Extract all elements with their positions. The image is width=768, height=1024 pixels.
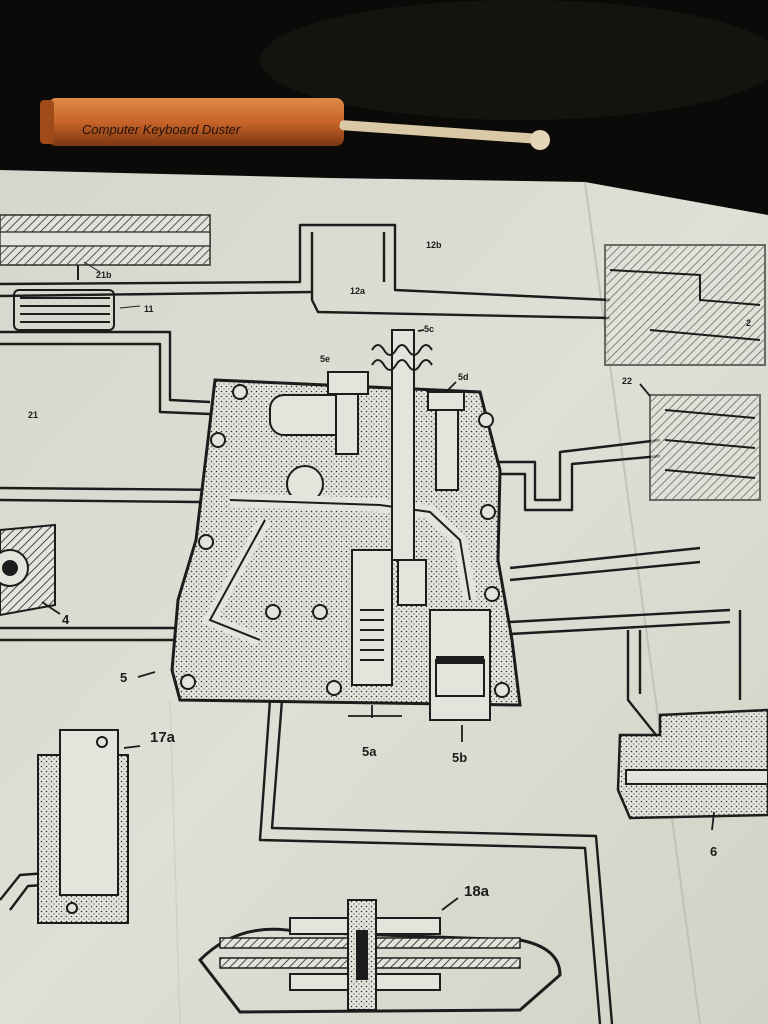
- component-4: [0, 523, 56, 617]
- label-2: 2: [746, 318, 751, 328]
- component-18a: [198, 899, 562, 1014]
- component-6: [616, 708, 768, 820]
- label-5c: 5c: [424, 324, 434, 334]
- label-21: 21: [28, 410, 38, 420]
- label-5: 5: [120, 670, 127, 685]
- label-21b: 21b: [96, 270, 112, 280]
- component-17a: [37, 729, 129, 924]
- component-22: [604, 244, 766, 501]
- label-5b: 5b: [452, 750, 467, 765]
- label-17a: 17a: [150, 729, 176, 746]
- label-12b: 12b: [426, 240, 442, 250]
- label-6: 6: [710, 844, 717, 859]
- label-4: 4: [62, 612, 70, 627]
- valve-block-5: [170, 329, 522, 721]
- label-12a: 12a: [350, 286, 366, 296]
- label-5e: 5e: [320, 354, 330, 364]
- label-5d: 5d: [458, 372, 469, 382]
- label-11: 11: [144, 304, 154, 314]
- component-11: [13, 289, 141, 331]
- label-5a: 5a: [362, 744, 377, 759]
- keyboard-duster-icon: Computer Keyboard Duster: [40, 98, 550, 150]
- component-21b: [0, 214, 211, 280]
- label-18a: 18a: [464, 883, 490, 900]
- duster-label: Computer Keyboard Duster: [82, 122, 241, 137]
- label-22: 22: [622, 376, 632, 386]
